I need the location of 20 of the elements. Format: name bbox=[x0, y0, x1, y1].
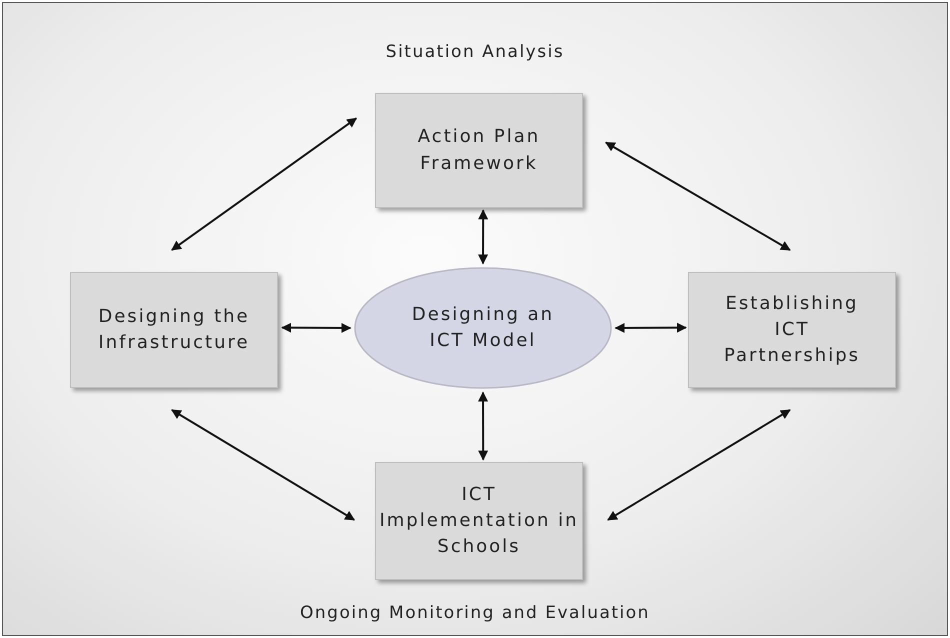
stage-label: Ongoing Monitoring and Evaluation bbox=[300, 603, 650, 623]
process-box bbox=[375, 462, 583, 580]
double-arrow bbox=[478, 391, 488, 461]
double-arrow bbox=[171, 117, 358, 251]
double-arrow bbox=[171, 409, 356, 521]
process-box bbox=[688, 272, 896, 388]
double-arrow bbox=[281, 322, 352, 333]
process-box bbox=[375, 93, 583, 208]
node-text: Establishing ICT Partnerships bbox=[722, 292, 861, 368]
central-ellipse bbox=[353, 266, 613, 390]
double-arrow bbox=[607, 409, 791, 521]
double-arrow bbox=[605, 142, 791, 251]
node-text: Designing an ICT Model bbox=[410, 302, 556, 353]
node-text: Designing the Infrastructure bbox=[97, 304, 251, 355]
double-arrow bbox=[614, 322, 687, 333]
process-box bbox=[70, 272, 278, 388]
node-text: Action Plan Framework bbox=[416, 125, 542, 176]
node-text: ICT Implementation in Schools bbox=[378, 482, 580, 560]
double-arrow bbox=[478, 209, 488, 265]
stage-label: Situation Analysis bbox=[386, 42, 564, 62]
